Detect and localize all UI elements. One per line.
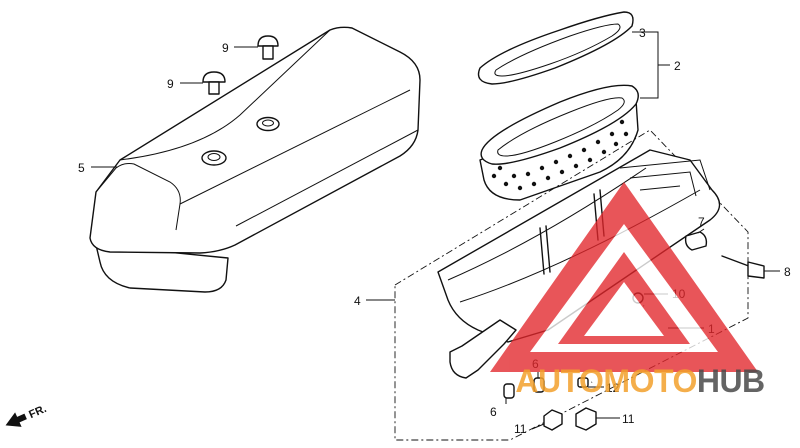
nut-11-right bbox=[575, 407, 597, 431]
air-cleaner-cover bbox=[89, 26, 421, 293]
callout-5: 5 bbox=[78, 161, 85, 175]
watermark: AUTOMOTOHUB bbox=[490, 182, 765, 399]
callout-3: 3 bbox=[639, 26, 646, 40]
watermark-text: AUTOMOTOHUB bbox=[515, 363, 764, 399]
front-label: FR. bbox=[27, 403, 48, 421]
clamp-12 bbox=[577, 377, 589, 388]
arrow-icon bbox=[5, 412, 27, 427]
callout-11-right: 11 bbox=[622, 412, 635, 426]
callout-9-upper: 9 bbox=[222, 41, 229, 55]
front-direction-marker: FR. bbox=[5, 403, 48, 427]
callout-8: 8 bbox=[784, 265, 791, 279]
screw-9-upper bbox=[257, 35, 279, 60]
callout-6-lower: 6 bbox=[490, 405, 497, 419]
nut-11-left bbox=[543, 409, 563, 431]
callout-2: 2 bbox=[674, 59, 681, 73]
screw-9-lower bbox=[202, 71, 226, 95]
collar-7 bbox=[684, 231, 708, 251]
callout-7: 7 bbox=[698, 215, 705, 229]
callout-4: 4 bbox=[354, 294, 361, 308]
callout-11-left: 11 bbox=[514, 422, 527, 436]
bolt-8 bbox=[721, 255, 765, 279]
filter-holes bbox=[491, 119, 629, 191]
pin-6-upper bbox=[533, 377, 545, 393]
callout-9-lower: 9 bbox=[167, 77, 174, 91]
watermark-triangle-logo bbox=[490, 182, 758, 372]
air-filter-element bbox=[479, 84, 639, 201]
callout-12: 12 bbox=[606, 381, 620, 395]
assembly-box-4 bbox=[394, 129, 749, 441]
pin-6-lower bbox=[503, 383, 515, 399]
pre-filter-foam bbox=[477, 11, 634, 85]
